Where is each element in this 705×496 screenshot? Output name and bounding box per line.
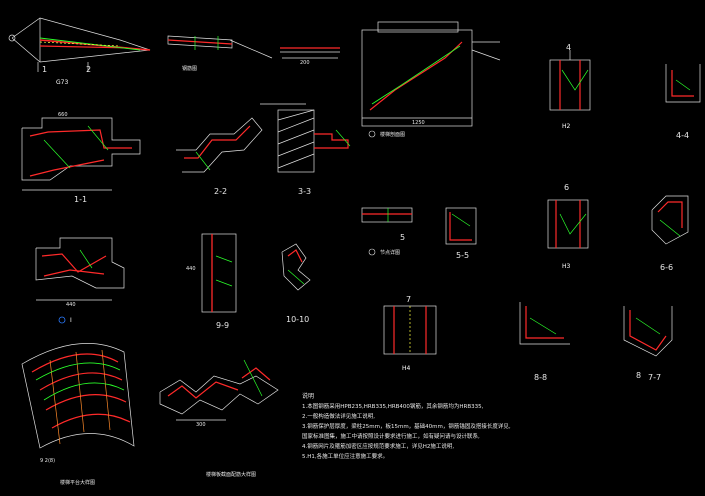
notes-line-2: 2.一般构造做法详见施工说明, <box>302 414 375 420</box>
sec-4-4: 4-4 <box>676 131 689 140</box>
caption-detail-5: 节点详图 <box>380 249 400 256</box>
detail-h4 <box>383 305 437 355</box>
caption-h3: H3 <box>562 263 571 270</box>
notes-line-6: 5.H1,各施工单位应注意施工要求。 <box>302 454 389 460</box>
mark-4: 4 <box>566 43 571 52</box>
caption-curved: 楼梯平台大样图 <box>60 479 95 486</box>
mark-2: 2 <box>86 65 91 74</box>
sec-3-3: 3-3 <box>298 187 311 196</box>
detail-flat-bar <box>280 47 340 59</box>
detail-bar-top-2 <box>167 35 273 59</box>
dim-i-bottom: 440 <box>66 302 76 308</box>
mark-5: 5 <box>400 233 405 242</box>
caption-i: I <box>70 317 72 324</box>
detail-ii <box>159 359 279 421</box>
detail-wedge-top-left <box>8 17 151 72</box>
detail-h2 <box>549 50 591 111</box>
mark-8: 8 <box>636 371 641 380</box>
caption-h2: H2 <box>562 123 571 130</box>
sec-10-10: 10-10 <box>286 315 309 324</box>
detail-curved-stair <box>21 343 135 449</box>
detail-sec-10-10 <box>281 243 311 291</box>
mark-7: 7 <box>406 295 411 304</box>
detail-bar-5 <box>361 207 413 223</box>
dim-9-9: 440 <box>186 266 196 272</box>
dim-curved: 9 2(8) <box>40 458 55 464</box>
detail-sec-5-5 <box>445 207 477 245</box>
notes-line-5: 4.钢筋网片及箍筋加密区应按规范要求施工，详见H2施工说明, <box>302 444 455 450</box>
sec-7-7: 7-7 <box>648 373 661 382</box>
detail-sec-8-8 <box>519 302 570 345</box>
caption-stair: 楼梯剖面图 <box>380 131 405 138</box>
caption-ii: 楼梯板截面配筋大样图 <box>206 471 256 478</box>
mark-6: 6 <box>564 183 569 192</box>
caption-sec-a: G73 <box>56 79 68 86</box>
sec-1-1: 1-1 <box>74 195 87 204</box>
caption-bar-2: 钢筋图 <box>182 65 197 72</box>
notes-title: 说明 <box>302 393 315 400</box>
sec-9-9: 9-9 <box>216 321 229 330</box>
notes-line-3: 3.钢筋保护层厚度，梁柱25mm，板15mm，基础40mm，钢筋锚固及搭接长度详… <box>302 424 511 430</box>
detail-h3 <box>547 199 589 249</box>
sec-2-2: 2-2 <box>214 187 227 196</box>
sec-5-5: 5-5 <box>456 251 469 260</box>
detail-sec-7-7 <box>623 306 673 357</box>
detail-sec-3-3 <box>260 103 351 173</box>
caption-h4: H4 <box>402 365 411 372</box>
detail-sec-6-6 <box>651 195 689 245</box>
notes-block: 说明 1.本图钢筋采用HPB235,HRB335,HRB400钢筋，其余钢筋均为… <box>302 392 632 462</box>
sec-6-6: 6-6 <box>660 263 673 272</box>
dim-flat: 200 <box>300 60 310 66</box>
dim-ii: 300 <box>196 422 206 428</box>
detail-sec-9-9 <box>201 233 237 313</box>
detail-i <box>35 237 125 301</box>
detail-sec-1-1 <box>21 117 141 191</box>
detail-stair-elevation <box>361 21 501 127</box>
detail-sec-2-2 <box>176 117 263 173</box>
notes-line-4: 国家标准图集，施工中请按照设计要求进行施工，如有疑问请与设计联系, <box>302 434 480 440</box>
sec-8-8: 8-8 <box>534 373 547 382</box>
mark-1a: 1 <box>42 65 47 74</box>
detail-sec-4-4 <box>665 64 701 103</box>
dim-stair: 1250 <box>412 120 425 126</box>
dim-1-1-top: 660 <box>58 112 68 118</box>
notes-line-1: 1.本图钢筋采用HPB235,HRB335,HRB400钢筋，其余钢筋均为HRB… <box>302 404 484 410</box>
